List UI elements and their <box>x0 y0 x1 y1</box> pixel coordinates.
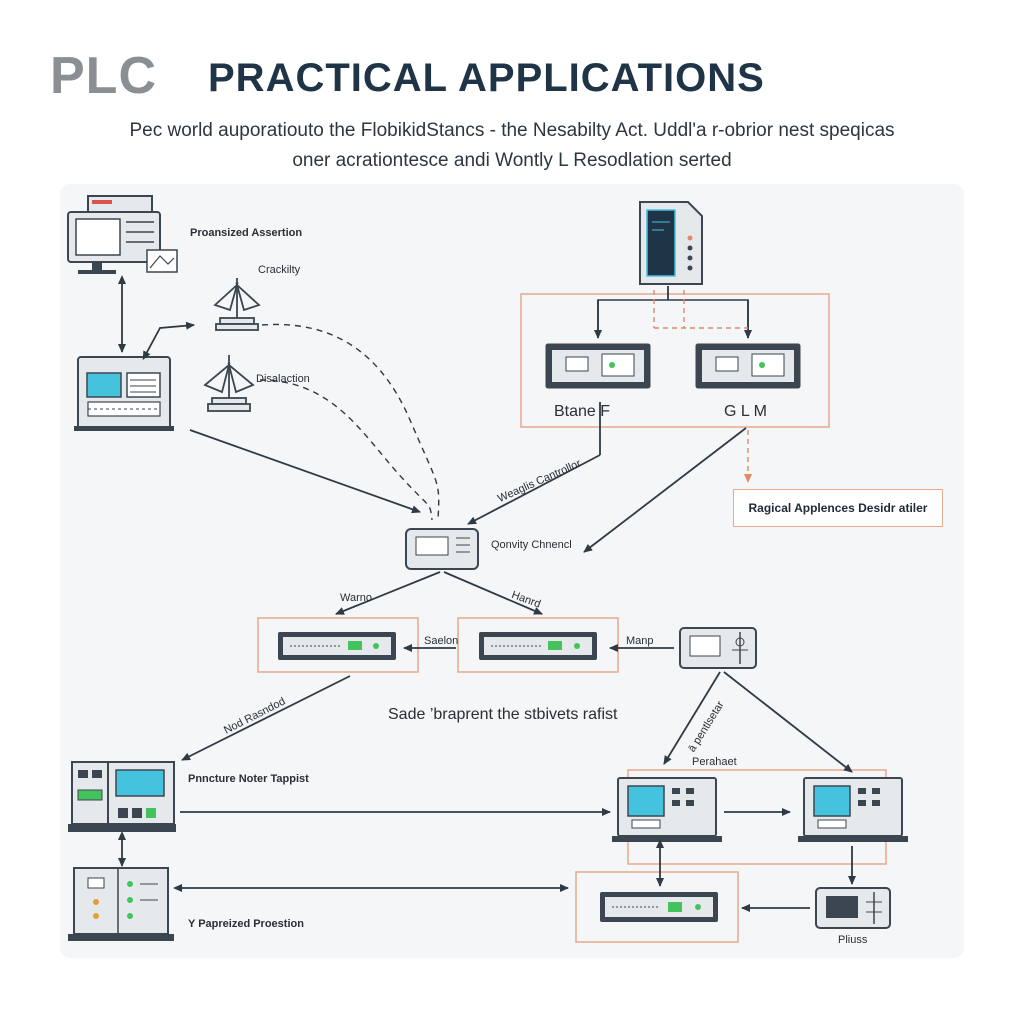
hmi-station-icon <box>798 777 908 842</box>
station-glm-unit <box>695 343 801 389</box>
dashed-orange-links <box>653 290 752 483</box>
label-peripheral: Perahaet <box>692 756 737 768</box>
io-module-icon <box>679 627 757 669</box>
label-function-note: Pnncture Noter Tappist <box>188 773 309 785</box>
computer-icon <box>67 195 178 274</box>
callout-box: Ragical Applences Desidr atiler <box>733 489 943 527</box>
label-crackling: Crackilty <box>258 264 301 276</box>
logo: PLC <box>50 47 157 105</box>
control-console-icon <box>68 761 176 832</box>
label-plus: Pliuss <box>838 934 868 946</box>
group-frame <box>257 617 419 673</box>
connector-lines <box>118 275 856 912</box>
group-frame <box>520 293 830 428</box>
rack-unit <box>600 892 718 922</box>
station-f-unit <box>545 343 651 389</box>
label-warn: Warno <box>340 592 372 604</box>
rack-unit <box>479 632 597 660</box>
label-programmed-assertion: Proansized Assertion <box>190 227 303 239</box>
page-title: PRACTICAL APPLICATIONS <box>208 56 765 100</box>
label-section: Saelon <box>424 635 459 647</box>
antenna-icon <box>213 278 261 331</box>
plc-terminal-icon <box>74 356 174 431</box>
plug-module-icon <box>815 887 891 929</box>
label-station-f: Btane F <box>554 403 611 420</box>
label-dissolution: Disalaction <box>256 373 310 385</box>
hmi-station-icon <box>612 777 722 842</box>
subtitle-line-2: oner acrationtesce andi Wontly L Resodla… <box>292 150 732 171</box>
label-control-channel: Qonvity Chnencl <box>491 539 572 551</box>
dashed-links <box>259 323 440 521</box>
subtitle-line-1: Pec world auporatiouto the FlobikidStanc… <box>129 120 895 141</box>
page-subtitle: Pec world auporatiouto the FlobikidStanc… <box>40 116 984 176</box>
central-controller-icon <box>405 528 479 570</box>
controller-icon <box>639 201 703 285</box>
rack-unit <box>278 632 396 660</box>
label-middle-caption: Sade ’braprent the stbivets rafist <box>388 706 618 723</box>
label-station-glm: G L M <box>724 403 767 420</box>
group-frame <box>457 617 619 673</box>
antenna-icon <box>203 355 255 412</box>
label-man: Manp <box>626 635 654 647</box>
io-panel-icon <box>68 867 174 941</box>
label-paced-process: Y Papreized Proestion <box>188 918 304 930</box>
